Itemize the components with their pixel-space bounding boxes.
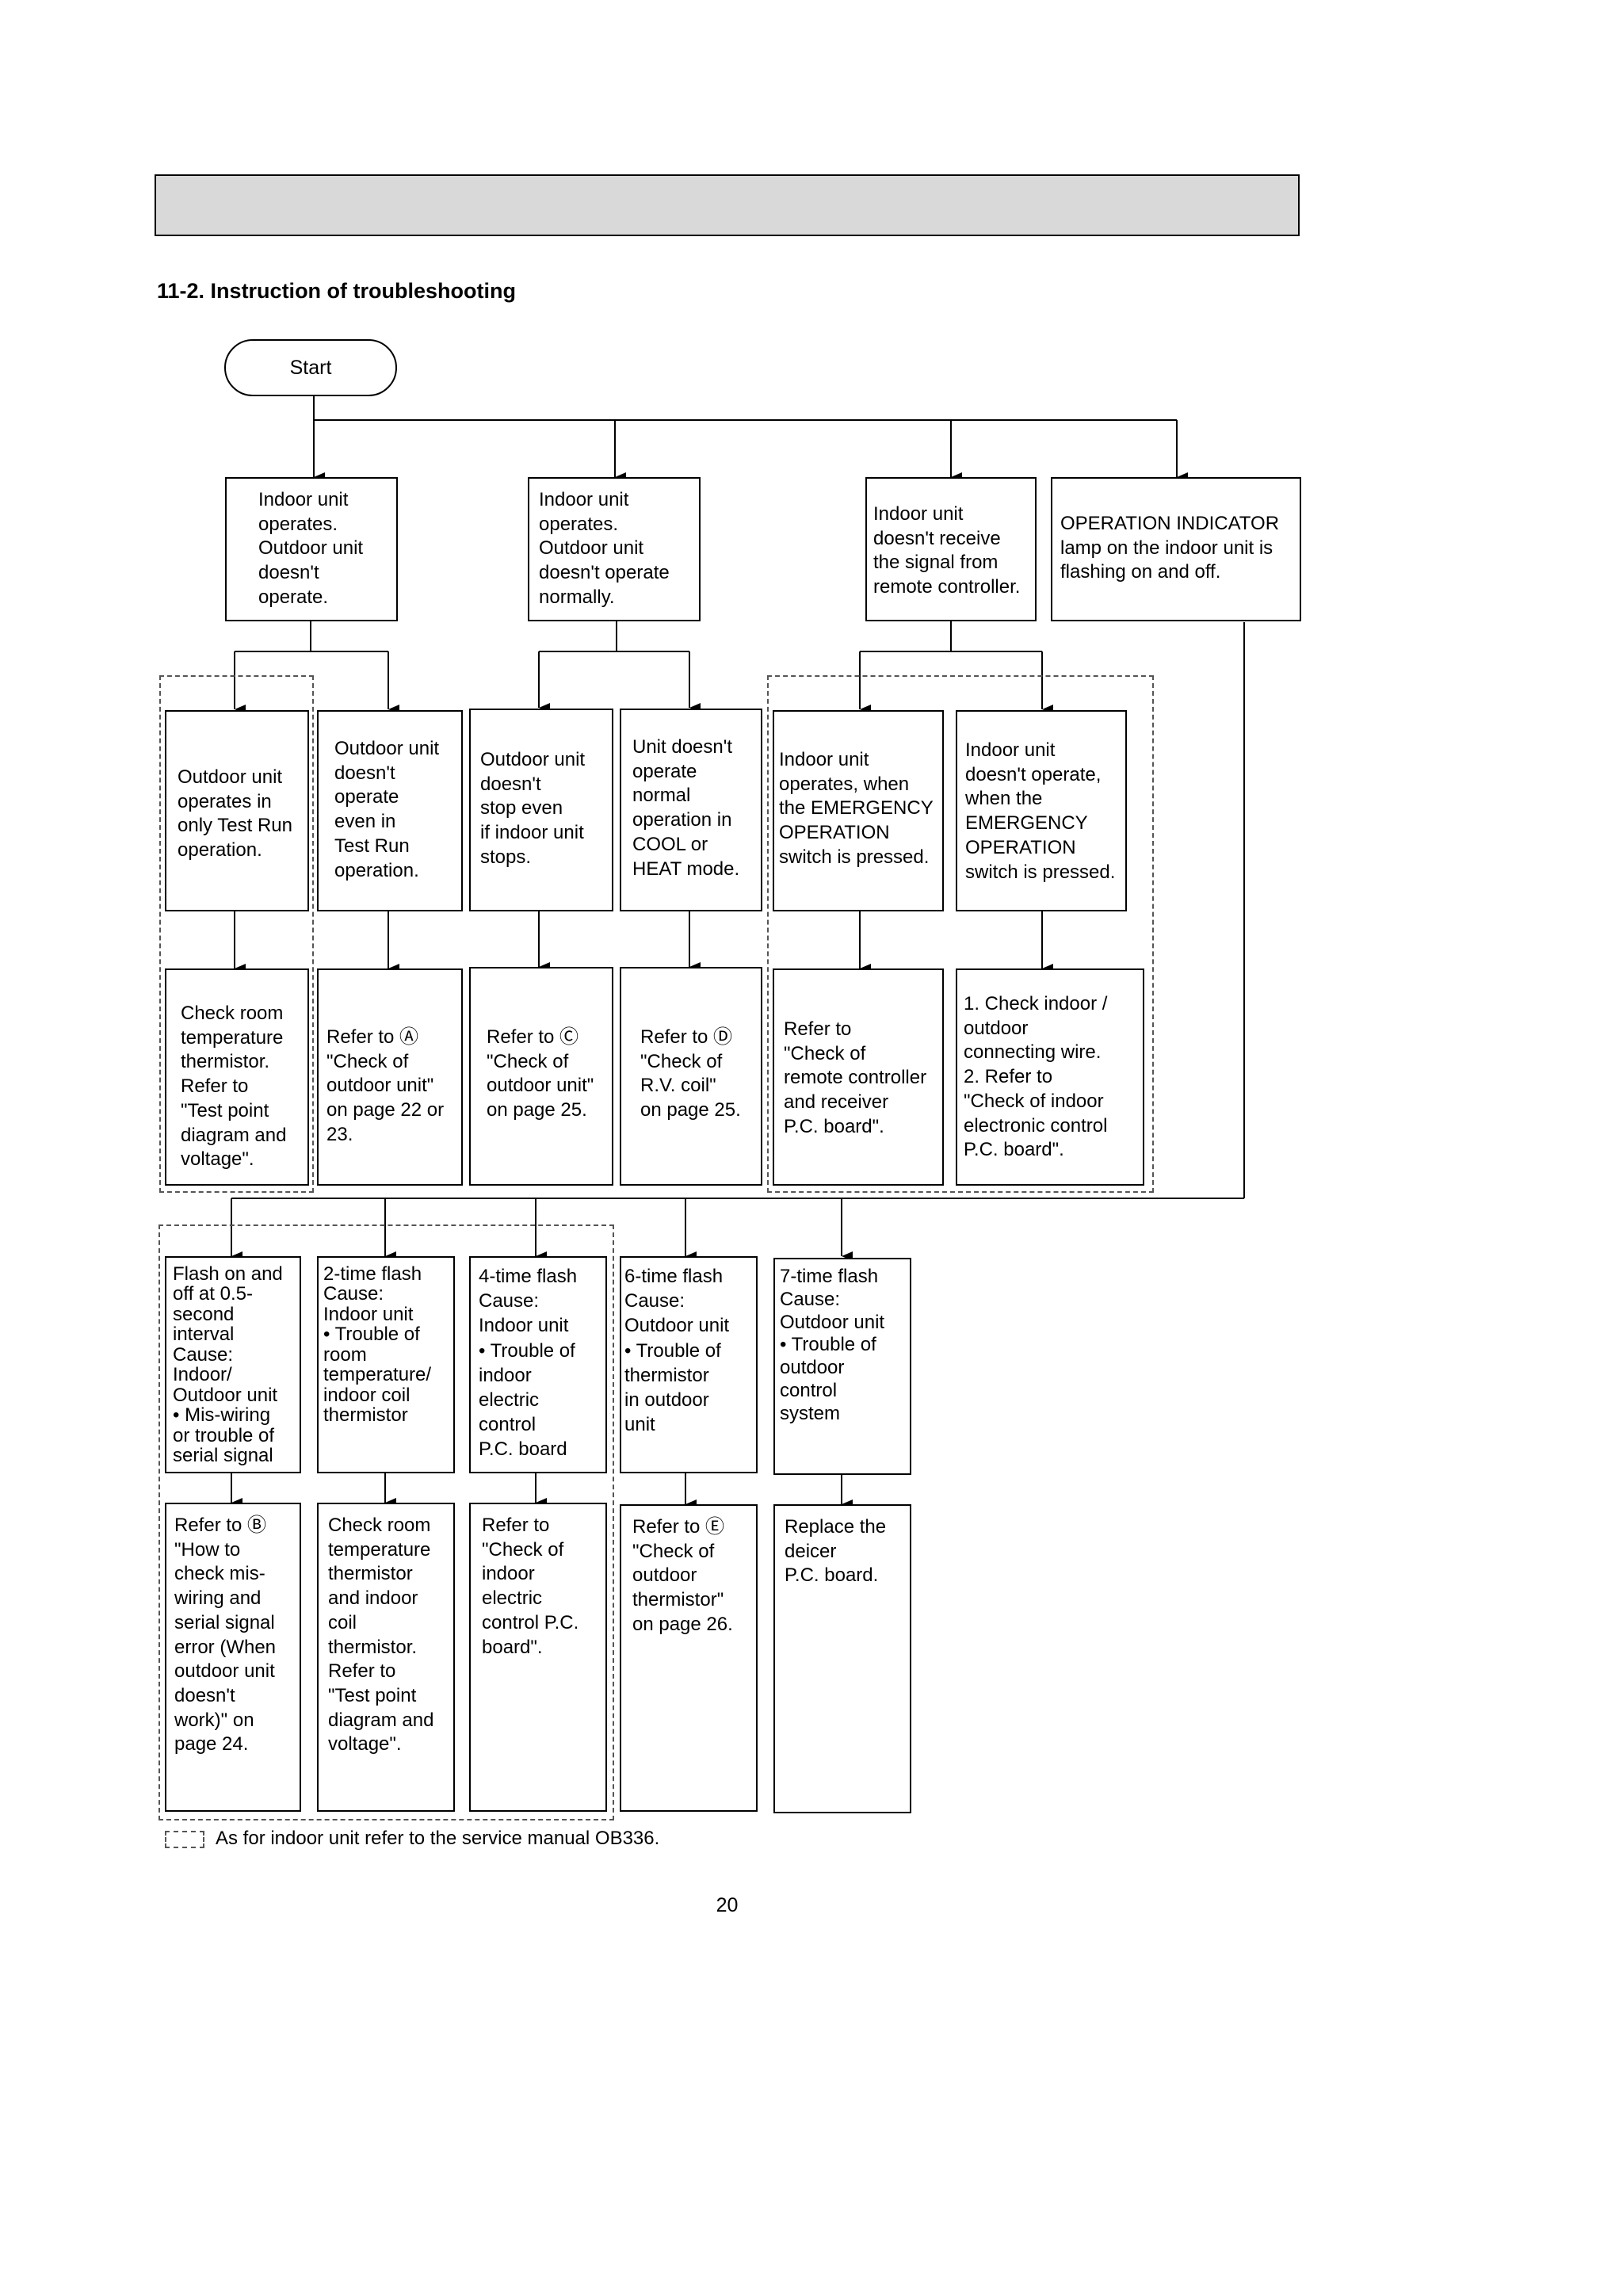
page-number: 20 xyxy=(716,1894,739,1916)
condition-test-run-only: Outdoor unit operates in only Test Run o… xyxy=(165,710,309,911)
section-title: 11-2. Instruction of troubleshooting xyxy=(157,279,517,303)
action-refer-D: Refer to Ⓓ "Check of R.V. coil" on page … xyxy=(620,967,762,1186)
action-check-remote-receiver: Refer to "Check of remote controller and… xyxy=(773,968,944,1186)
flash-action-refer-E: Refer to Ⓔ "Check of outdoor thermistor"… xyxy=(620,1504,758,1812)
symptom-no-remote-signal: Indoor unit doesn't receive the signal f… xyxy=(865,477,1037,621)
action-check-wire-indoor-board: 1. Check indoor / outdoor connecting wir… xyxy=(956,968,1144,1186)
legend-dashed-swatch xyxy=(165,1831,204,1848)
indoor-region-left xyxy=(159,675,314,1193)
section-header-bar xyxy=(155,174,1300,236)
action-refer-C: Refer to Ⓒ "Check of outdoor unit" on pa… xyxy=(469,967,613,1186)
flash-cause-2-time: 2-time flash Cause: Indoor unit • Troubl… xyxy=(317,1256,455,1473)
symptom-outdoor-not-operating: Indoor unit operates. Outdoor unit doesn… xyxy=(225,477,398,621)
flash-cause-7-time: 7-time flash Cause: Outdoor unit • Troub… xyxy=(773,1258,911,1475)
condition-emergency-operates: Indoor unit operates, when the EMERGENCY… xyxy=(773,710,944,911)
condition-cool-heat-abnormal: Unit doesn't operate normal operation in… xyxy=(620,709,762,911)
flash-cause-6-time: 6-time flash Cause: Outdoor unit • Troub… xyxy=(620,1256,758,1473)
start-terminal: Start xyxy=(224,339,397,396)
action-check-room-thermistor: Check room temperature thermistor. Refer… xyxy=(165,968,309,1186)
symptom-indicator-flashing: OPERATION INDICATOR lamp on the indoor u… xyxy=(1051,477,1301,621)
condition-emergency-not-operating: Indoor unit doesn't operate, when the EM… xyxy=(956,710,1127,911)
start-label: Start xyxy=(289,356,332,379)
condition-outdoor-not-stopping: Outdoor unit doesn't stop even if indoor… xyxy=(469,709,613,911)
flash-action-replace-deicer: Replace the deicer P.C. board. xyxy=(773,1504,911,1813)
flash-cause-4-time: 4-time flash Cause: Indoor unit • Troubl… xyxy=(469,1256,607,1473)
symptom-outdoor-abnormal: Indoor unit operates. Outdoor unit doesn… xyxy=(528,477,701,621)
flash-action-refer-B: Refer to Ⓑ "How to check mis- wiring and… xyxy=(165,1503,301,1812)
flash-action-check-indoor-board: Refer to "Check of indoor electric contr… xyxy=(469,1503,607,1812)
action-refer-A: Refer to Ⓐ "Check of outdoor unit" on pa… xyxy=(317,968,463,1186)
flash-cause-0-5-second: Flash on and off at 0.5- second interval… xyxy=(165,1256,301,1473)
legend-text: As for indoor unit refer to the service … xyxy=(216,1828,660,1849)
indoor-region-right xyxy=(767,675,1154,1193)
condition-no-test-run: Outdoor unit doesn't operate even in Tes… xyxy=(317,710,463,911)
flash-action-check-thermistors: Check room temperature thermistor and in… xyxy=(317,1503,455,1812)
indoor-region-flash xyxy=(158,1224,614,1820)
